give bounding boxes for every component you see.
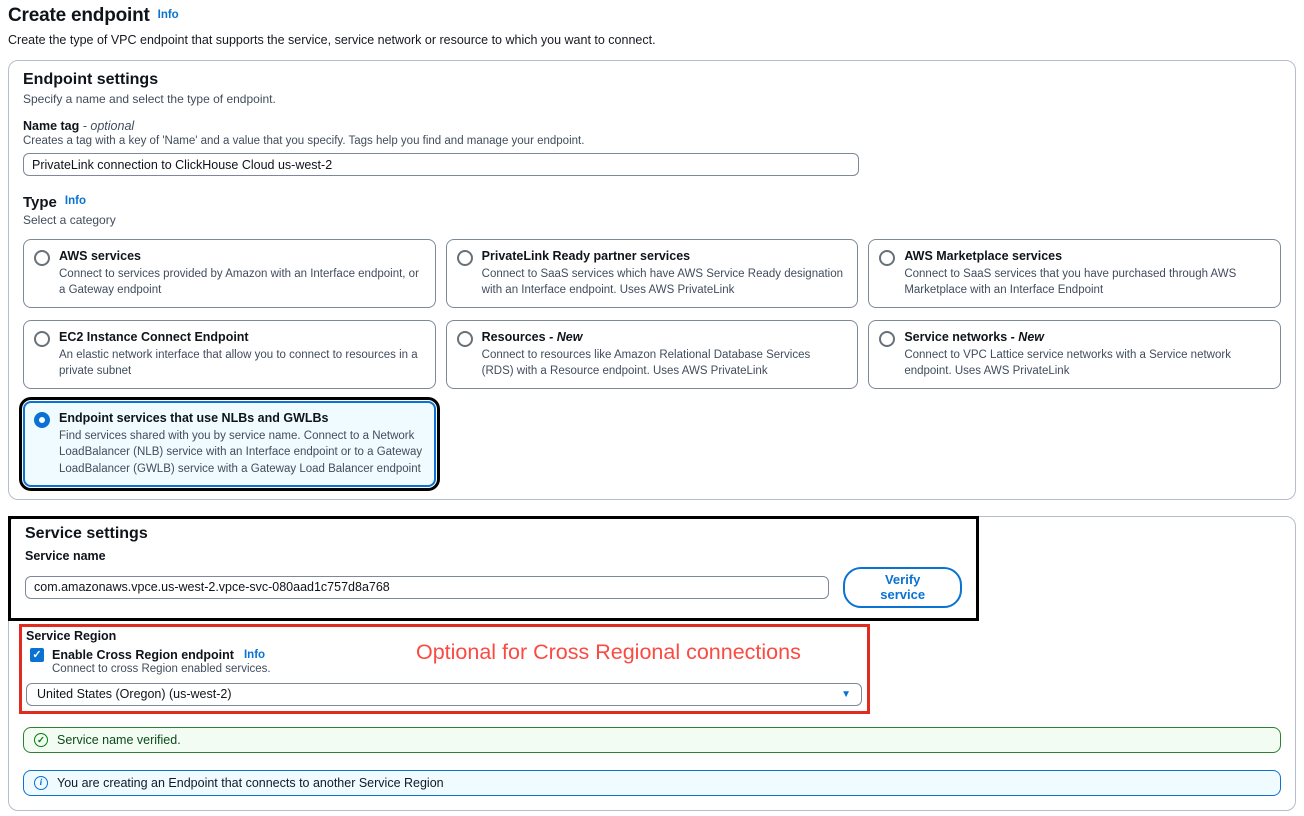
- service-settings-card: Service settings Service name Verify ser…: [8, 515, 1296, 811]
- region-select-value: United States (Oregon) (us-west-2): [37, 687, 232, 702]
- tile-title: PrivateLink Ready partner services: [481, 249, 691, 263]
- cross-region-checkbox-row: ✓ Enable Cross Region endpoint Info: [30, 647, 859, 662]
- annotation-black-rectangle: Service settings Service name Verify ser…: [8, 515, 979, 621]
- tile-resources[interactable]: Resources - New Connect to resources lik…: [445, 320, 859, 390]
- type-tile-grid: AWS services Connect to services provide…: [19, 239, 1281, 491]
- tile-aws-services[interactable]: AWS services Connect to services provide…: [23, 239, 436, 309]
- endpoint-settings-subtitle: Specify a name and select the type of en…: [23, 92, 276, 106]
- tile-service-networks[interactable]: Service networks - New Connect to VPC La…: [868, 320, 1281, 390]
- tile-title: Endpoint services that use NLBs and GWLB…: [59, 411, 329, 426]
- radio-button-selected-icon[interactable]: [34, 412, 50, 429]
- type-section: Type Info Select a category AWS services …: [19, 176, 1281, 491]
- tile-title: Resources - New: [481, 330, 583, 345]
- type-subtitle: Select a category: [23, 213, 116, 227]
- radio-button-icon[interactable]: [34, 250, 50, 266]
- tile-description: Connect to VPC Lattice service networks …: [904, 349, 1231, 378]
- type-info-link[interactable]: Info: [64, 195, 86, 207]
- service-settings-title: Service settings: [25, 524, 148, 542]
- tile-description: Connect to services provided by Amazon w…: [59, 268, 419, 297]
- radio-button-icon[interactable]: [879, 331, 896, 348]
- page-info-link[interactable]: Info: [157, 9, 179, 21]
- optional-hint: - optional: [82, 119, 135, 133]
- annotation-red-rectangle: Service Region ✓ Enable Cross Region end…: [19, 623, 870, 714]
- success-check-icon: ✓: [34, 732, 48, 747]
- verify-service-button[interactable]: Verify service: [843, 566, 962, 608]
- service-region-label: Service Region: [26, 628, 117, 643]
- tile-title: AWS services: [59, 249, 141, 263]
- page-description: Create the type of VPC endpoint that sup…: [8, 33, 656, 47]
- tile-title: AWS Marketplace services: [904, 249, 1063, 263]
- region-select[interactable]: United States (Oregon) (us-west-2) ▼: [26, 682, 862, 706]
- tile-description: Connect to resources like Amazon Relatio…: [481, 349, 811, 378]
- new-badge: - New: [1010, 330, 1044, 345]
- tile-ec2-instance-connect[interactable]: EC2 Instance Connect Endpoint An elastic…: [23, 320, 436, 390]
- tile-description: An elastic network interface that allow …: [59, 349, 418, 378]
- tile-description: Connect to SaaS services that you have p…: [904, 268, 1237, 297]
- info-banner: i You are creating an Endpoint that conn…: [23, 769, 1281, 796]
- endpoint-settings-card: Endpoint settings Specify a name and sel…: [8, 60, 1296, 500]
- type-label: Type: [23, 194, 57, 211]
- tile-description: Connect to SaaS services which have AWS …: [481, 268, 844, 297]
- endpoint-settings-title: Endpoint settings: [23, 71, 159, 88]
- chevron-down-icon: ▼: [841, 688, 851, 700]
- new-badge: - New: [549, 330, 583, 345]
- service-name-row: Verify service: [25, 566, 962, 608]
- info-banner-text: You are creating an Endpoint that connec…: [57, 775, 444, 790]
- success-banner-text: Service name verified.: [57, 732, 181, 747]
- info-circle-icon: i: [34, 775, 48, 790]
- name-tag-label: Name tag - optional: [23, 119, 135, 133]
- name-tag-field: Name tag - optional Creates a tag with a…: [23, 119, 1281, 176]
- cross-region-help: Connect to cross Region enabled services…: [52, 662, 271, 675]
- tile-title: EC2 Instance Connect Endpoint: [59, 330, 249, 345]
- cross-region-checkbox[interactable]: ✓: [30, 647, 44, 662]
- radio-button-icon[interactable]: [34, 331, 50, 348]
- tile-privatelink-partner-services[interactable]: PrivateLink Ready partner services Conne…: [445, 239, 859, 309]
- name-tag-help: Creates a tag with a key of 'Name' and a…: [23, 135, 585, 147]
- radio-button-icon[interactable]: [456, 331, 473, 348]
- cross-region-checkbox-label: Enable Cross Region endpoint: [52, 647, 234, 662]
- radio-button-icon[interactable]: [456, 250, 473, 266]
- service-name-label: Service name: [25, 548, 106, 563]
- tile-endpoint-services-nlb-gwlb[interactable]: Endpoint services that use NLBs and GWLB…: [19, 397, 440, 491]
- name-tag-input[interactable]: [23, 153, 859, 176]
- annotation-red-text: Optional for Cross Regional connections: [416, 639, 801, 664]
- radio-button-icon[interactable]: [879, 250, 896, 266]
- cross-region-info-link[interactable]: Info: [243, 648, 266, 661]
- success-banner: ✓ Service name verified.: [23, 726, 1281, 753]
- page-title: Create endpoint: [8, 5, 150, 26]
- tile-title: Service networks - New: [904, 330, 1044, 345]
- tile-description: Find services shared with you by service…: [59, 430, 423, 475]
- service-name-input[interactable]: [25, 575, 830, 599]
- tile-aws-marketplace-services[interactable]: AWS Marketplace services Connect to SaaS…: [868, 239, 1281, 309]
- page-header: Create endpoint Info Create the type of V…: [8, 5, 1296, 47]
